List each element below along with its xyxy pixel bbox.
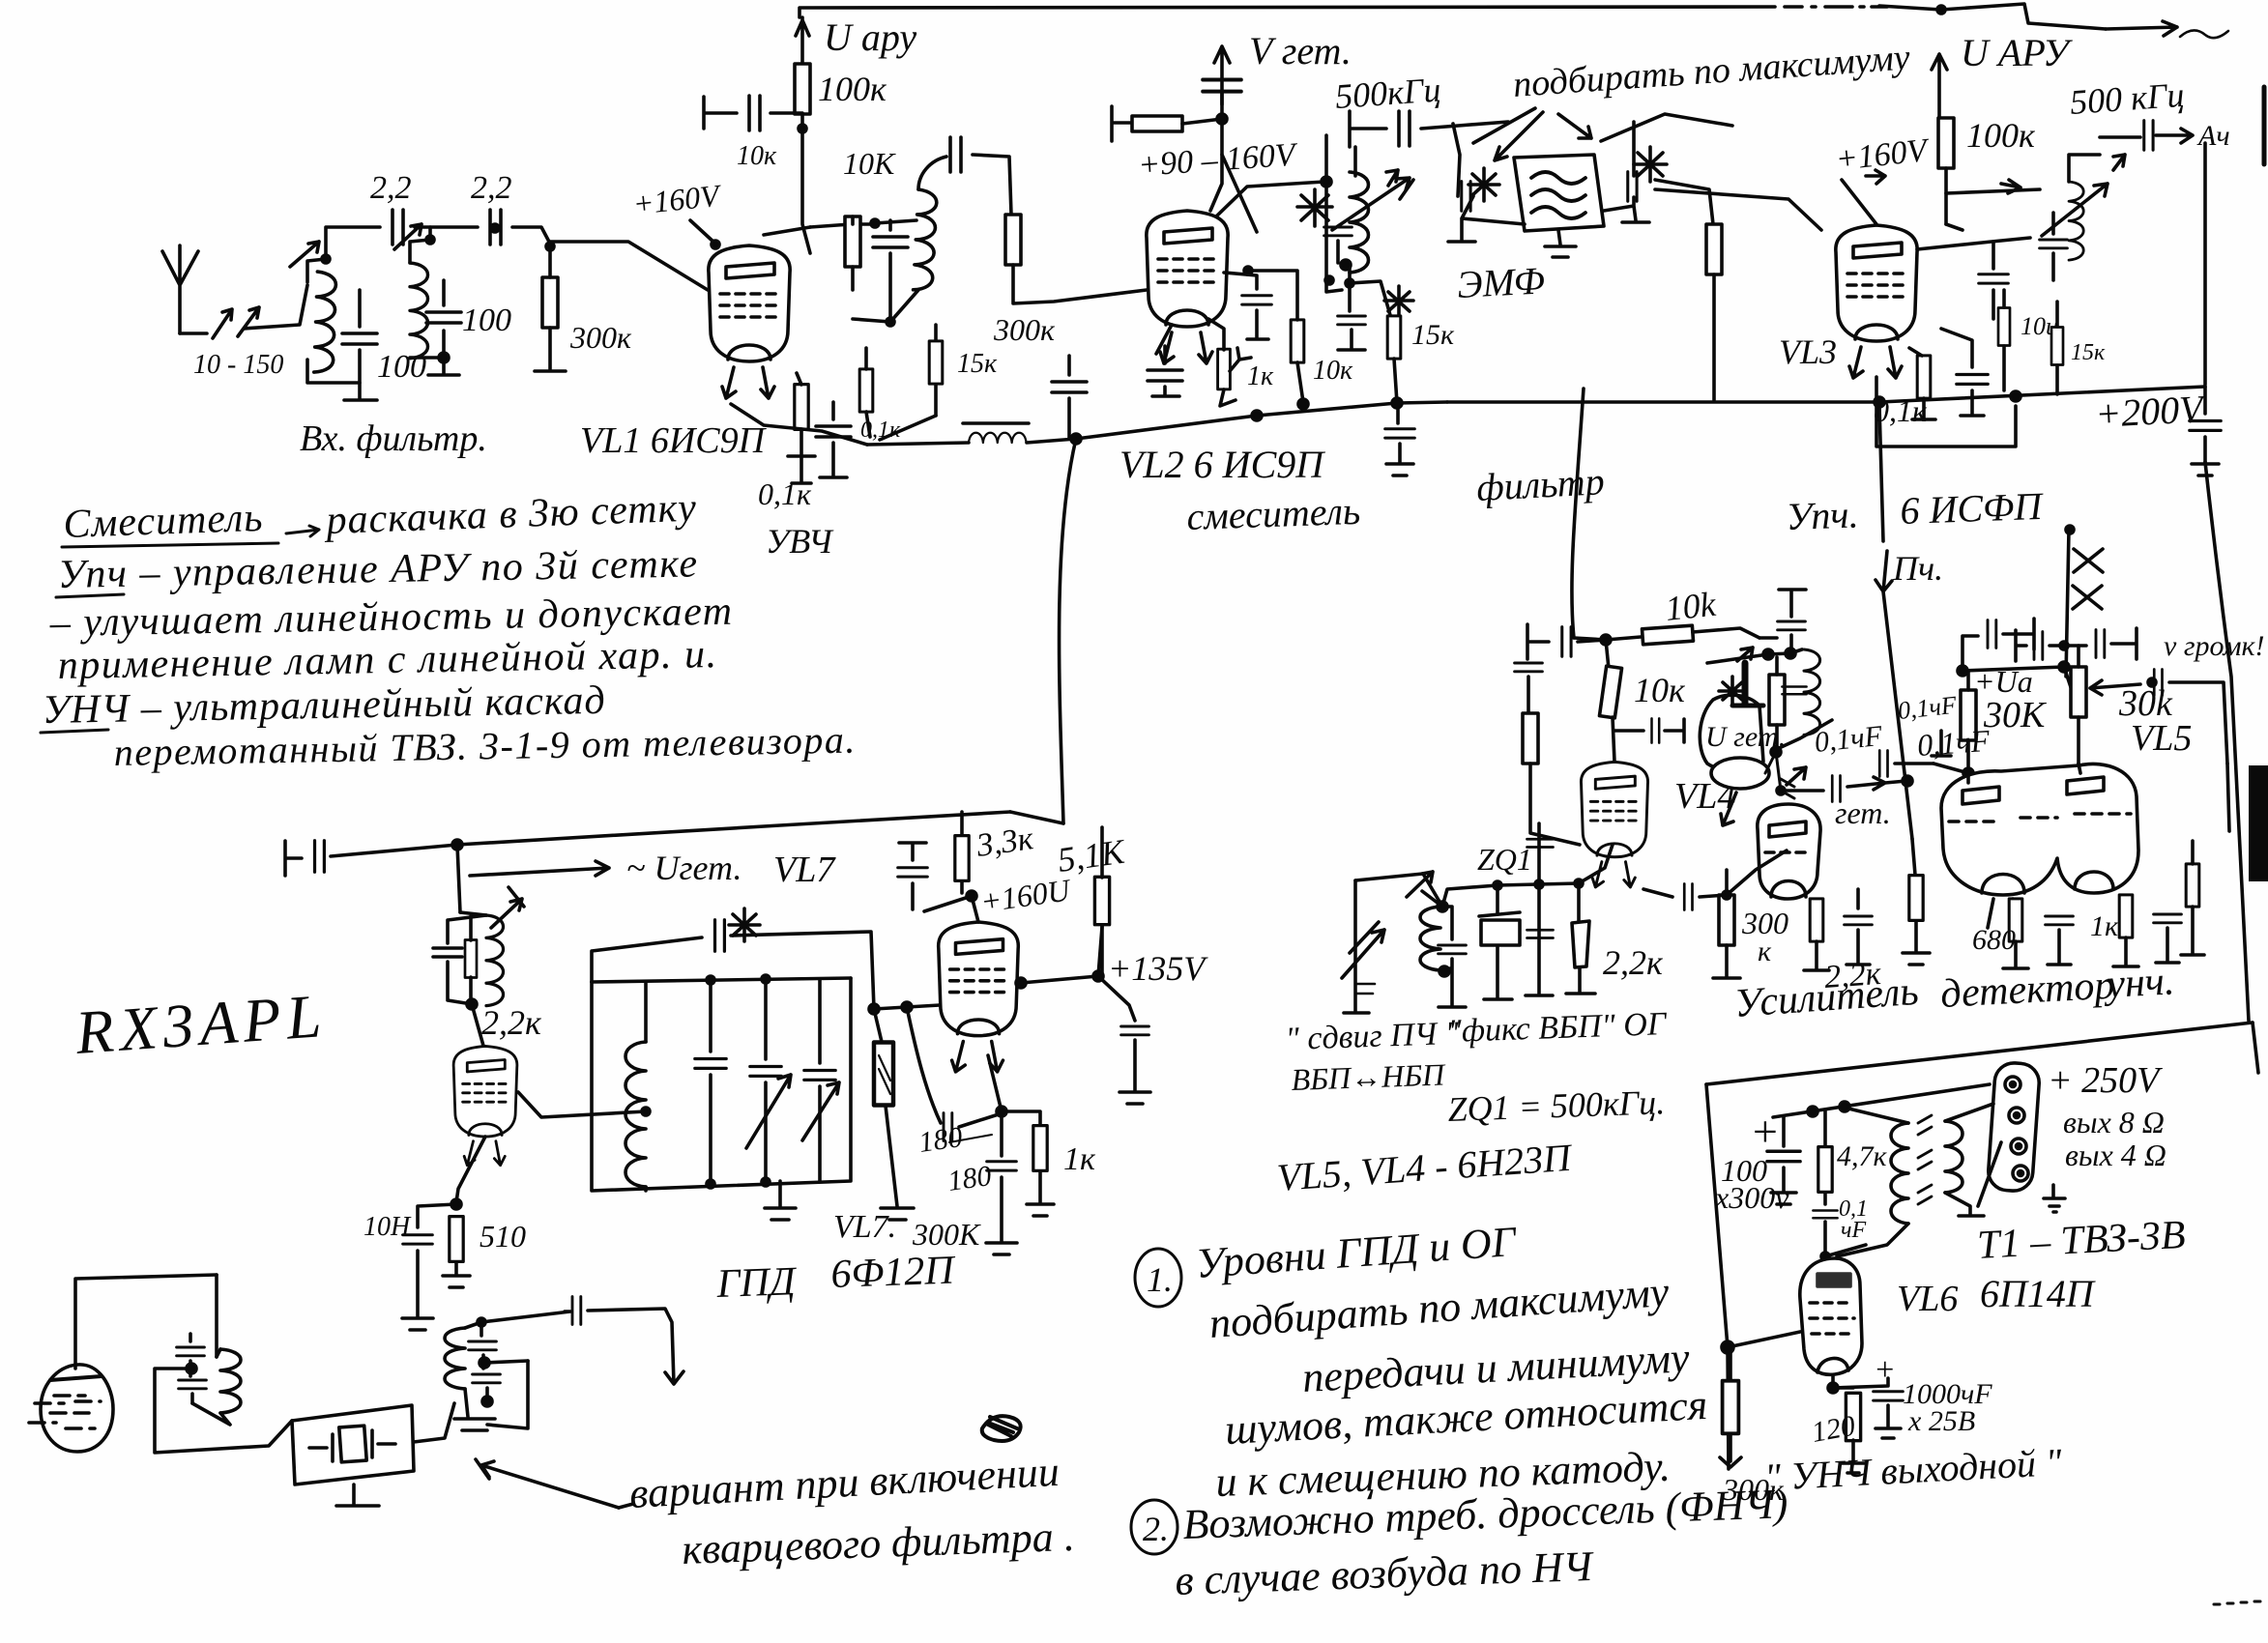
svg-text:V гет.: V гет. xyxy=(1249,29,1352,72)
svg-text:5,1К: 5,1К xyxy=(1056,831,1129,879)
svg-text:VL1 6ИС9П: VL1 6ИС9П xyxy=(580,420,768,461)
svg-text:10k: 10k xyxy=(1664,585,1719,628)
svg-text:вых 4 Ω: вых 4 Ω xyxy=(2065,1138,2166,1172)
svg-text:к: к xyxy=(1758,936,1772,967)
svg-text:1000чF: 1000чF xyxy=(1903,1378,1992,1410)
svg-text:2,2: 2,2 xyxy=(471,170,512,206)
svg-text:фильтр: фильтр xyxy=(1475,459,1606,509)
svg-text:+: + xyxy=(1874,1352,1896,1388)
svg-text:+200V: +200V xyxy=(2094,387,2208,436)
svg-text:+: + xyxy=(1750,1107,1780,1156)
svg-text:30k: 30k xyxy=(2118,683,2173,724)
svg-text:300к: 300к xyxy=(569,320,632,355)
svg-text:VL5: VL5 xyxy=(2131,718,2192,759)
svg-text:15к: 15к xyxy=(957,349,998,379)
svg-text:U АРУ: U АРУ xyxy=(1961,31,2074,74)
svg-text:100к: 100к xyxy=(818,70,887,108)
svg-text:6П14П: 6П14П xyxy=(1980,1272,2096,1315)
svg-text:Упч.: Упч. xyxy=(1786,492,1859,538)
svg-text:300: 300 xyxy=(1741,906,1788,940)
svg-text:2,2к: 2,2к xyxy=(481,1003,542,1042)
svg-text:3,3к: 3,3к xyxy=(974,821,1036,864)
svg-text:0,1к: 0,1к xyxy=(758,476,812,511)
svg-text:100: 100 xyxy=(377,349,426,385)
svg-text:х 25В: х 25В xyxy=(1907,1405,1975,1437)
svg-text:х300v: х300v xyxy=(1714,1180,1789,1215)
svg-text:Т1 – ТВЗ-3В: Т1 – ТВЗ-3В xyxy=(1976,1213,2186,1268)
svg-text:120: 120 xyxy=(1809,1410,1857,1449)
svg-text:Смеситель: Смеситель xyxy=(63,496,264,547)
svg-text:1к: 1к xyxy=(2090,910,2119,942)
svg-text:чF: чF xyxy=(1841,1218,1866,1243)
svg-text:ZQ1 = 500кГц.: ZQ1 = 500кГц. xyxy=(1447,1082,1666,1129)
svg-text:10Н: 10Н xyxy=(363,1212,412,1242)
svg-text:1к: 1к xyxy=(1063,1141,1096,1177)
svg-text:гет.: гет. xyxy=(1835,795,1891,830)
svg-text:смеситель: смеситель xyxy=(1186,489,1361,538)
svg-text:100: 100 xyxy=(462,303,511,338)
svg-text:ZQ1: ZQ1 xyxy=(1477,842,1532,877)
svg-text:1к: 1к xyxy=(1247,361,1274,391)
svg-text:10к: 10к xyxy=(1313,356,1353,386)
svg-text:0,1чF: 0,1чF xyxy=(1813,720,1884,759)
svg-text:УНЧ – ультралинейный каскад: УНЧ – ультралинейный каскад xyxy=(42,678,606,733)
svg-text:ЭМФ: ЭМФ xyxy=(1456,258,1546,306)
svg-text:VL3: VL3 xyxy=(1779,332,1837,371)
svg-text:500кГц: 500кГц xyxy=(1334,70,1442,116)
svg-text:VL2 6 ИС9П: VL2 6 ИС9П xyxy=(1119,443,1325,486)
svg-text:+Uа: +Uа xyxy=(1974,664,2033,699)
svg-text:0,1: 0,1 xyxy=(1839,1196,1868,1222)
svg-text:унч.: унч. xyxy=(2102,959,2175,1007)
svg-text:4,7к: 4,7к xyxy=(1837,1140,1888,1172)
svg-text:15к: 15к xyxy=(2071,340,2106,365)
svg-text:Пч.: Пч. xyxy=(1892,549,1943,588)
svg-text:30K: 30K xyxy=(1983,695,2047,735)
svg-text:15к: 15к xyxy=(1411,319,1455,351)
svg-text:+135V: +135V xyxy=(1108,949,1208,988)
svg-text:VL7.: VL7. xyxy=(833,1209,896,1245)
svg-text:вых 8 Ω: вых 8 Ω xyxy=(2063,1105,2165,1139)
svg-text:УВЧ: УВЧ xyxy=(766,522,834,561)
svg-text:0,1чF: 0,1чF xyxy=(1897,691,1960,725)
svg-text:180: 180 xyxy=(945,1160,993,1197)
svg-text:2,2: 2,2 xyxy=(370,170,412,206)
svg-text:510: 510 xyxy=(480,1219,526,1254)
svg-text:v громк!: v громк! xyxy=(2164,630,2265,662)
svg-text:U ару: U ару xyxy=(824,15,916,59)
svg-text:1.: 1. xyxy=(1147,1260,1173,1299)
svg-text:детектор: детектор xyxy=(1939,964,2115,1017)
svg-text:Ач: Ач xyxy=(2196,120,2230,152)
svg-text:"фикс ВБП" ОГ: "фикс ВБП" ОГ xyxy=(1447,1006,1668,1050)
svg-text:300к: 300к xyxy=(1722,1472,1785,1507)
svg-text:10К: 10К xyxy=(843,146,896,181)
svg-text:10к: 10к xyxy=(1634,671,1686,709)
svg-text:2.: 2. xyxy=(1143,1510,1169,1548)
svg-text:180: 180 xyxy=(916,1121,964,1159)
svg-text:680: 680 xyxy=(1972,924,2016,956)
svg-text:ВБП↔НБП: ВБП↔НБП xyxy=(1291,1056,1447,1097)
svg-text:VL6: VL6 xyxy=(1897,1279,1958,1319)
svg-text:300К: 300К xyxy=(912,1217,981,1252)
svg-text:6Ф12П: 6Ф12П xyxy=(830,1248,957,1297)
svg-text:6 ИСФП: 6 ИСФП xyxy=(1900,484,2045,533)
svg-text:2,2к: 2,2к xyxy=(1823,956,1883,995)
svg-text:2,2к: 2,2к xyxy=(1603,943,1664,982)
svg-text:100к: 100к xyxy=(1966,116,2036,155)
svg-text:100: 100 xyxy=(1721,1153,1767,1188)
svg-text:300к: 300к xyxy=(993,312,1056,347)
svg-text:~ Uгет.: ~ Uгет. xyxy=(626,849,741,887)
svg-text:Вх. фильтр.: Вх. фильтр. xyxy=(300,418,487,459)
svg-text:VL7: VL7 xyxy=(773,850,836,890)
svg-text:ГПД: ГПД xyxy=(715,1259,799,1307)
svg-text:+ 250V: + 250V xyxy=(2048,1060,2163,1101)
svg-text:10 - 150: 10 - 150 xyxy=(193,350,283,380)
svg-text:" сдвиг ПЧ ": " сдвиг ПЧ " xyxy=(1285,1016,1460,1057)
svg-text:500 кГц: 500 кГц xyxy=(2069,75,2186,122)
svg-text:0,1чF: 0,1чF xyxy=(1916,723,1992,763)
svg-text:10к: 10к xyxy=(737,141,777,171)
